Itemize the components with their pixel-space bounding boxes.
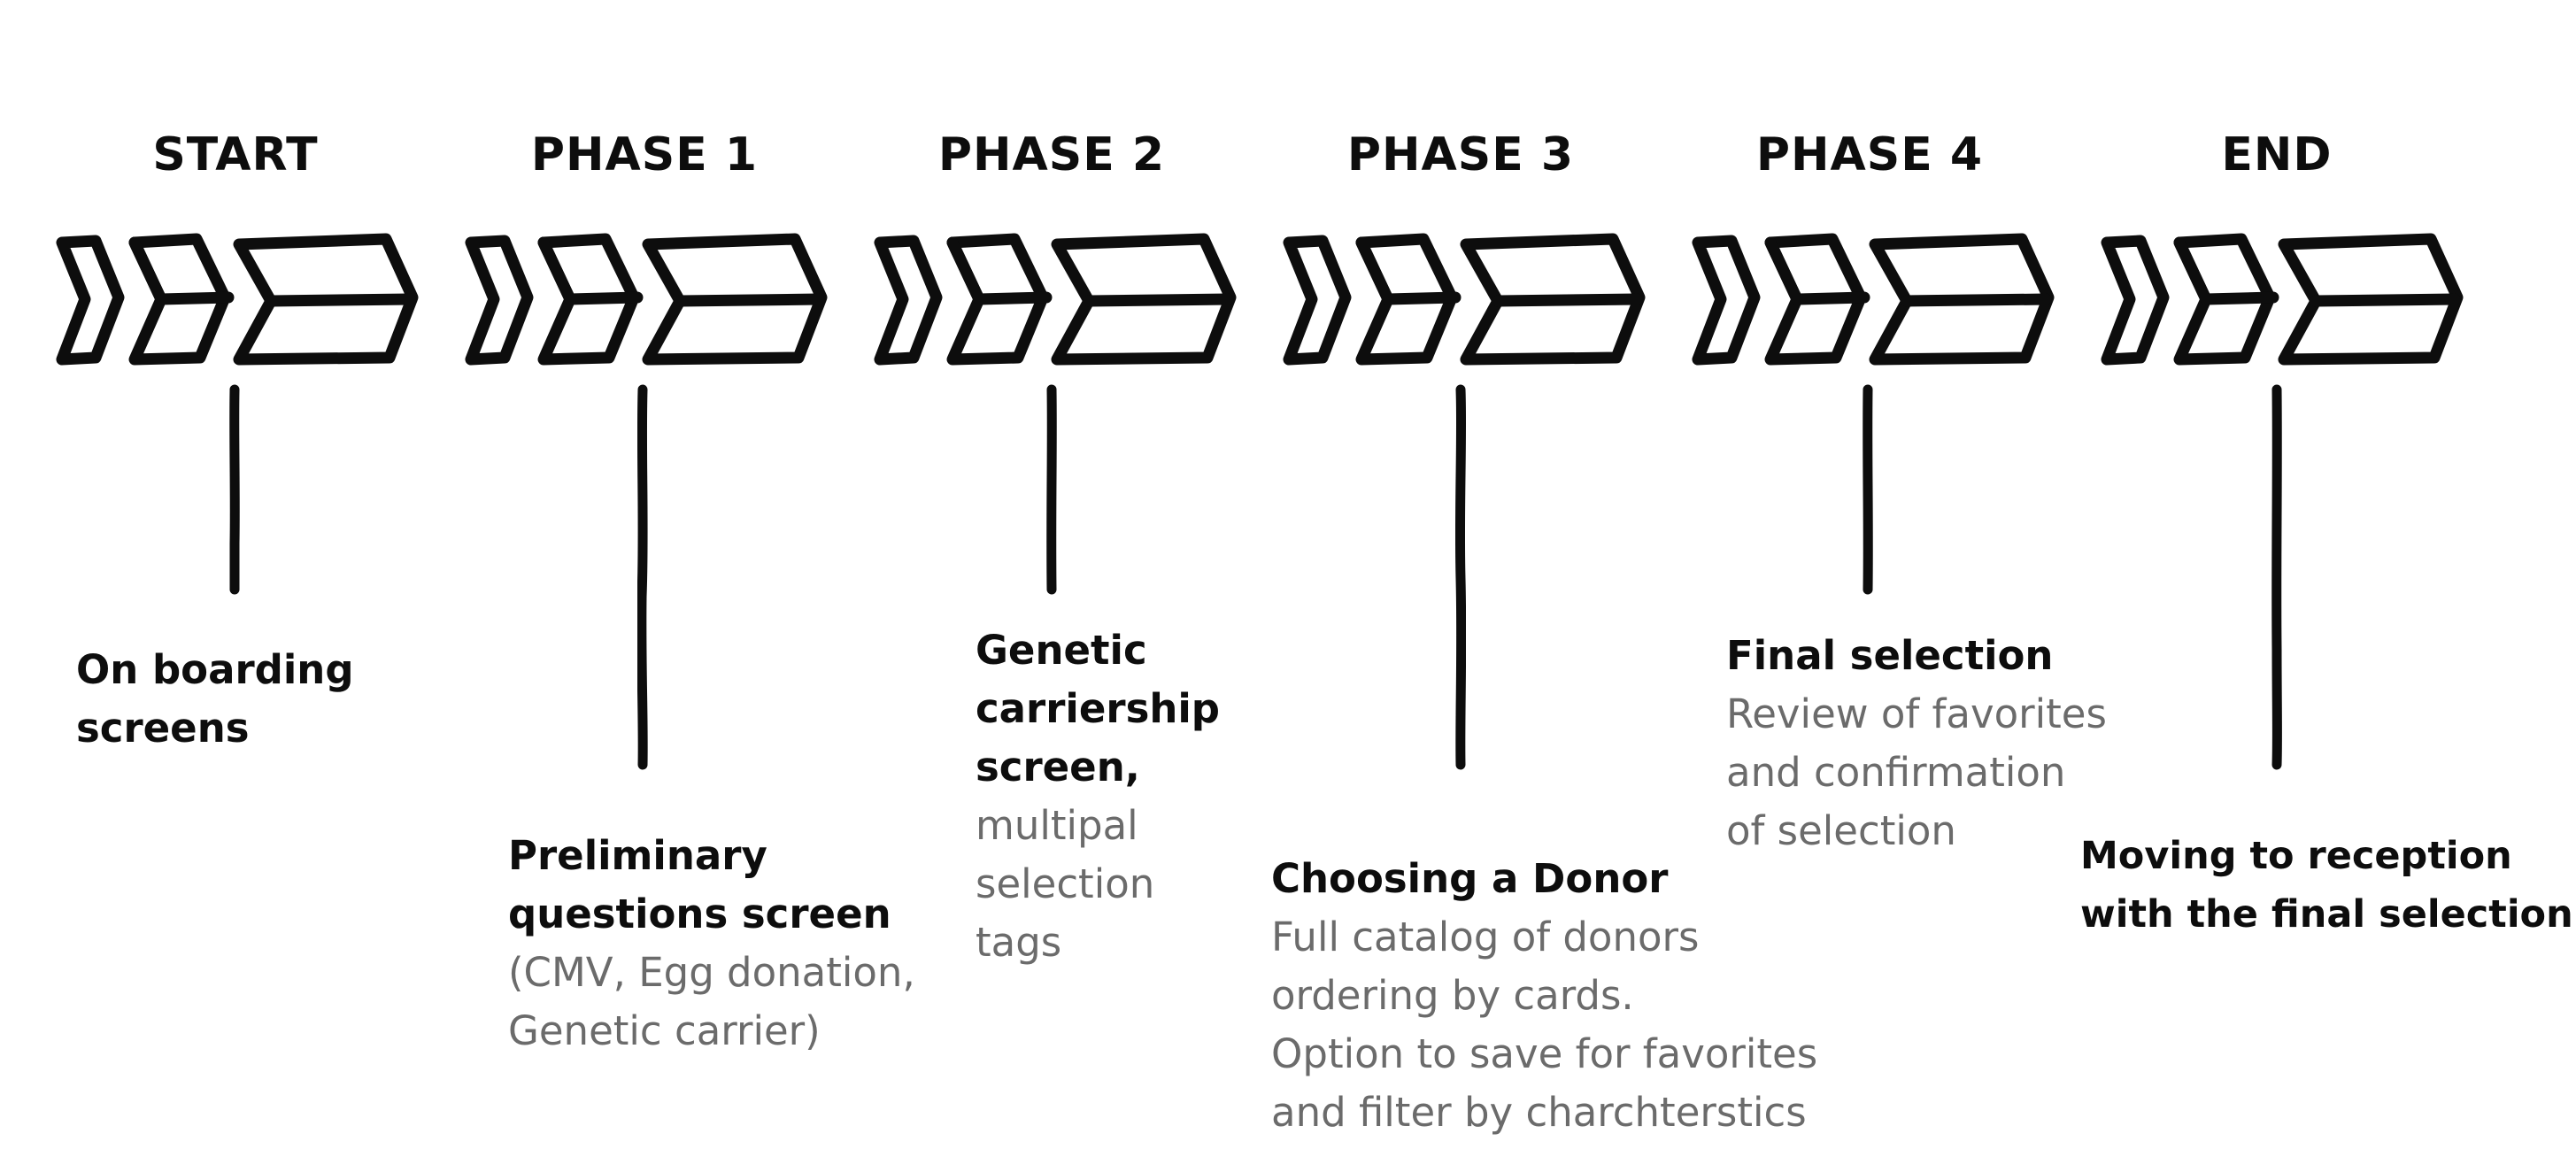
note-body-phase-4: Review of favorites and confirmation of … — [1726, 690, 2107, 854]
note-title-phase-1: Preliminary questions screen — [508, 832, 891, 937]
connector-line-phase-1 — [637, 384, 648, 770]
note-start: On boarding screens — [76, 641, 354, 758]
chevron-arrow-icon — [1687, 228, 2059, 370]
chevron-arrow-icon — [460, 228, 832, 370]
note-body-phase-3: Full catalog of donors ordering by cards… — [1271, 914, 1818, 1136]
stage-heading-phase-4: PHASE 4 — [1755, 128, 1984, 181]
note-body-phase-2: multipal selection tags — [976, 802, 1155, 966]
note-phase-3: Choosing a Donor Full catalog of donors … — [1271, 850, 1817, 1142]
connector-line-phase-4 — [1863, 384, 1873, 595]
stage-heading-start: START — [152, 128, 319, 181]
chevron-arrow-icon — [2096, 228, 2468, 370]
connector-line-end — [2271, 384, 2282, 770]
connector-line-phase-3 — [1455, 384, 1466, 770]
note-phase-1: Preliminary questions screen (CMV, Egg d… — [508, 827, 915, 1060]
note-title-phase-2: Genetic carriership screen, — [976, 627, 1221, 790]
stage-heading-end: END — [2221, 128, 2333, 181]
note-body-phase-1: (CMV, Egg donation, Genetic carrier) — [508, 949, 915, 1054]
stage-heading-phase-3: PHASE 3 — [1346, 128, 1575, 181]
chevron-arrow-icon — [51, 228, 423, 370]
note-title-phase-4: Final selection — [1726, 632, 2054, 679]
note-end: Moving to reception with the final selec… — [2080, 827, 2573, 944]
note-title-phase-3: Choosing a Donor — [1271, 855, 1669, 902]
note-phase-2: Genetic carriership screen, multipal sel… — [976, 621, 1220, 972]
note-phase-4: Final selection Review of favorites and … — [1726, 627, 2107, 860]
stage-heading-phase-1: PHASE 1 — [530, 128, 759, 181]
chevron-arrow-icon — [1278, 228, 1650, 370]
connector-line-start — [229, 384, 240, 595]
note-title-end: Moving to reception with the final selec… — [2080, 834, 2573, 937]
stage-heading-phase-2: PHASE 2 — [937, 128, 1166, 181]
note-title-start: On boarding screens — [76, 646, 354, 752]
chevron-arrow-icon — [869, 228, 1241, 370]
connector-line-phase-2 — [1046, 384, 1057, 595]
